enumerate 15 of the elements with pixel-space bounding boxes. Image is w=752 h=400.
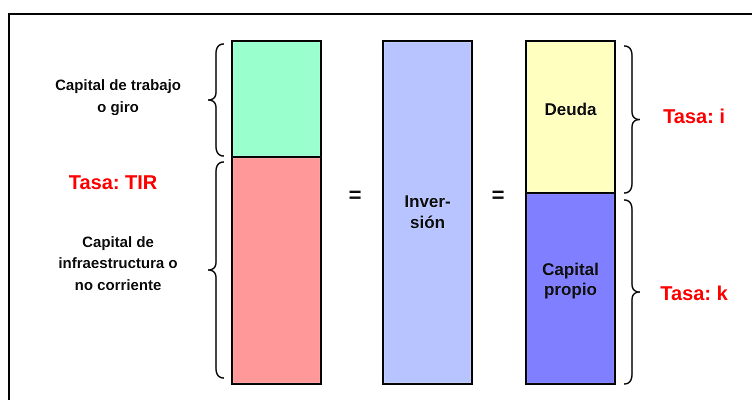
equals-sign: =: [490, 181, 506, 209]
brace-caption: Capital de trabajo o giro: [54, 76, 182, 118]
segment-label: Inver- sión: [403, 192, 452, 233]
rate-label: Tasa: TIR: [68, 170, 158, 196]
rate-label: Tasa: i: [662, 104, 726, 130]
bar-segment: [525, 40, 616, 194]
bar-segment: [231, 156, 322, 385]
segment-label: Capital propio: [541, 260, 600, 301]
rate-label: Tasa: k: [659, 282, 729, 306]
bar-segment: [525, 192, 616, 385]
equals-sign: =: [348, 181, 362, 209]
bar-segment: [382, 40, 473, 385]
brace-caption: Capital de infraestructura o no corriente: [57, 232, 179, 296]
bar-segment: [231, 40, 322, 158]
segment-label: Deuda: [544, 100, 598, 120]
